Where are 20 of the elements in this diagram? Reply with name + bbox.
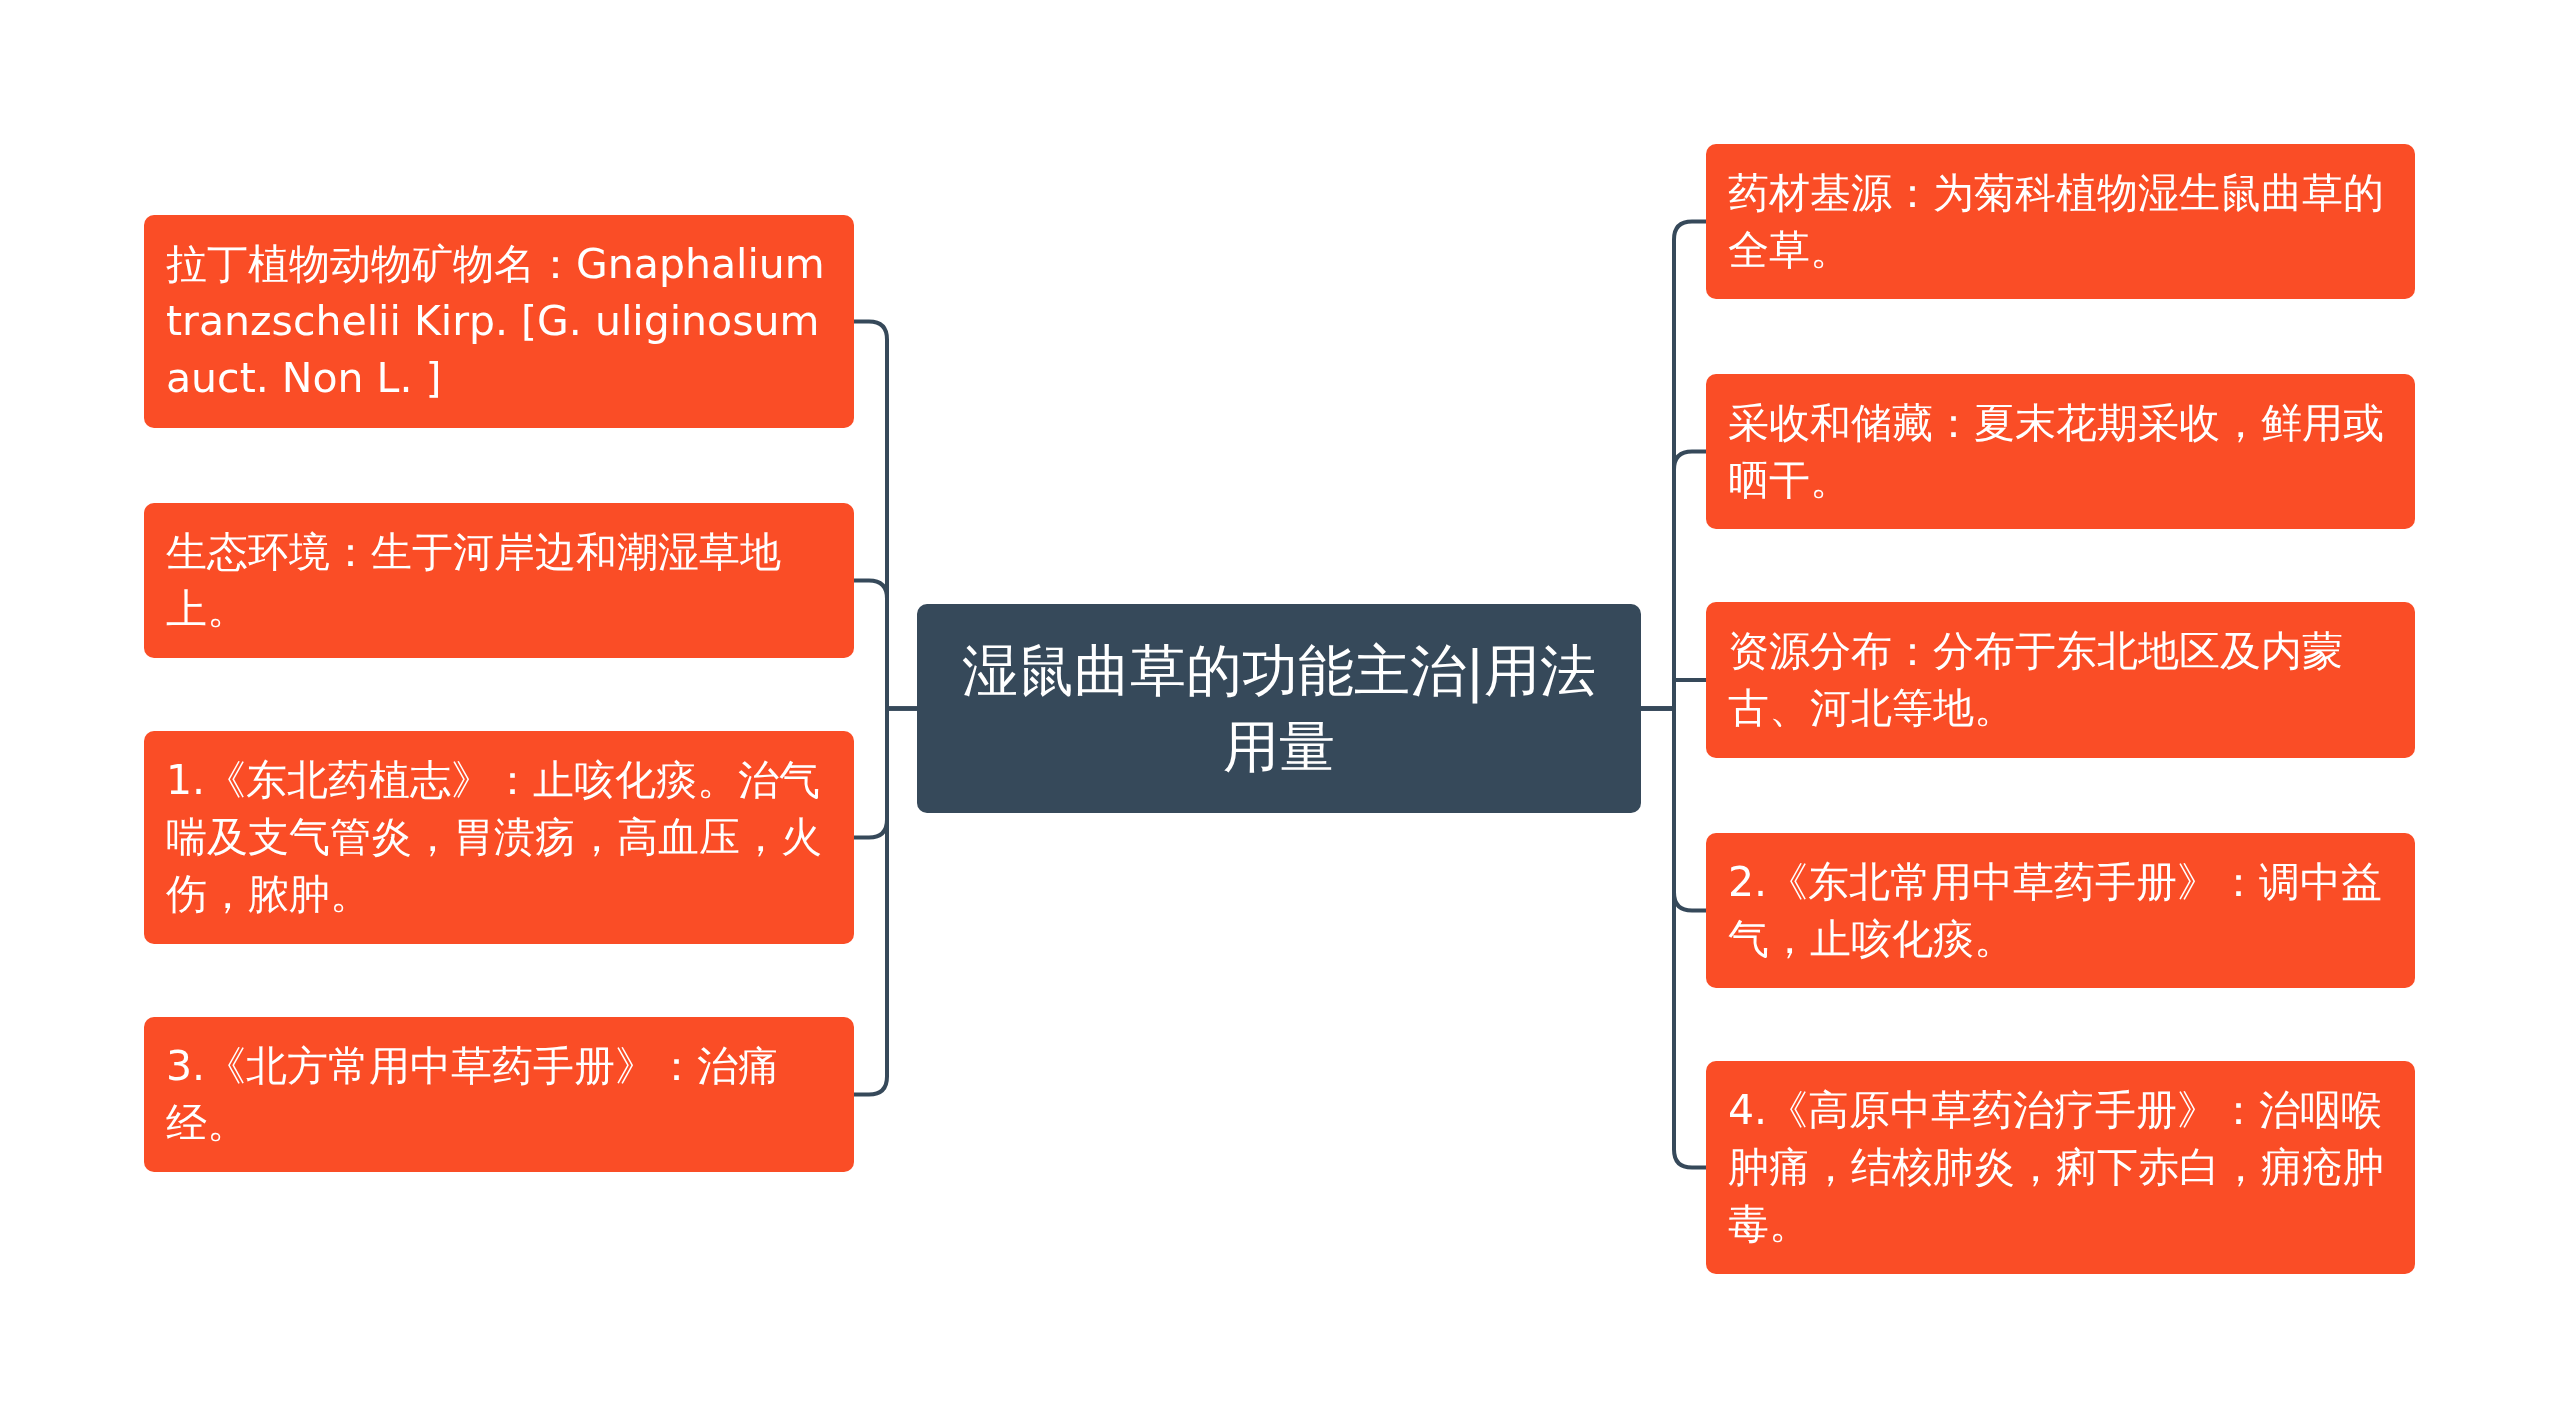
- central-topic-box: [917, 604, 1641, 813]
- topic-box: [144, 215, 854, 428]
- topic-box: [1706, 833, 2415, 988]
- topic-text: 采收和储藏：夏末花期采收，鲜用或晒干。: [1728, 397, 2385, 506]
- topic-text: 资源分布：分布于东北地区及内蒙古、河北等地。: [1728, 626, 2344, 734]
- topic-text: 拉丁植物动物矿物名：Gnaphalium tranzschelii Kirp. [G. uliginosum auct. Non L. ]: [166, 239, 826, 404]
- topic-text: 药材基源：为菊科植物湿生鼠曲草的全草。: [1728, 167, 2385, 276]
- topic-box: [1706, 374, 2415, 529]
- topic-text: 1.《东北药植志》：止咳化痰。治气喘及支气管炎，胃溃疡，高血压，火伤，脓肿。: [166, 755, 823, 920]
- topic-text: 湿鼠曲草的功能主治|用法用量: [960, 636, 1598, 781]
- topic-box: [1706, 144, 2415, 299]
- topic-box: [1706, 1061, 2415, 1274]
- topic-text: 生态环境：生于河岸边和潮湿草地上。: [166, 526, 782, 635]
- topic-box: [144, 503, 854, 658]
- topic-box: [1706, 602, 2415, 758]
- topic-text: 3.《北方常用中草药手册》：治痛经。: [166, 1040, 781, 1149]
- topic-box: [144, 1017, 854, 1172]
- topic-text: 2.《东北常用中草药手册》：调中益气，止咳化痰。: [1728, 856, 2384, 965]
- topic-box: [144, 731, 854, 944]
- topic-text: 4.《高原中草药治疗手册》：治咽喉肿痛，结核肺炎，痢下赤白，痈疮肿毒。: [1728, 1085, 2385, 1250]
